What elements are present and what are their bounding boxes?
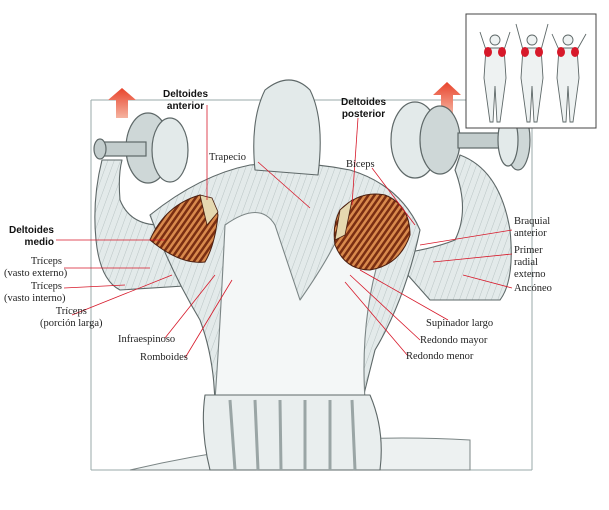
label-romboides: Romboides (140, 352, 188, 363)
label-supinador-largo: Supinador largo (426, 318, 494, 329)
label-triceps-vasto-externo: Tríceps (vasto externo) (4, 256, 68, 279)
label-deltoides-anterior: Deltoides anterior (163, 89, 209, 112)
deltoid-highlight-left (149, 194, 219, 263)
label-deltoides-posterior: Deltoides posterior (341, 97, 387, 120)
inset-panel (465, 13, 597, 129)
left-dumbbell (93, 112, 189, 184)
leader-lines (56, 105, 513, 359)
arrow-up-icon (433, 82, 461, 114)
label-infraespinoso: Infraespinoso (118, 334, 176, 345)
label-deltoides-medio: Deltoides medio (8, 225, 54, 248)
arrow-up-icon (108, 88, 136, 118)
label-redondo-mayor: Redondo mayor (420, 335, 488, 346)
label-redondo-menor: Redondo menor (406, 351, 474, 362)
label-triceps-vasto-interno: Tríceps (vasto interno) (4, 281, 66, 304)
label-triceps-porcion-larga: Tríceps (porción larga) (40, 306, 103, 329)
label-anconeo: Ancóneo (514, 283, 552, 294)
label-primer-radial-externo: Primer radial externo (514, 245, 546, 280)
label-trapecio: Trapecio (209, 152, 246, 163)
label-braquial-anterior: Braquial anterior (514, 216, 551, 239)
deltoid-highlight-right (333, 193, 411, 271)
label-biceps: Bíceps (346, 159, 375, 170)
